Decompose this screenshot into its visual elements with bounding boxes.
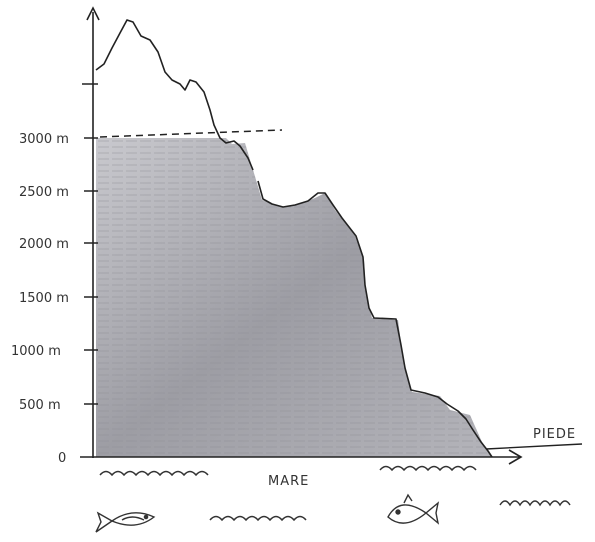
tick-label-2500: 2500 m: [19, 185, 69, 200]
foot-label: PIEDE: [533, 427, 576, 442]
tick-label-1000: 1000 m: [11, 344, 61, 359]
tick-label-500: 500 m: [19, 398, 61, 413]
tick-label-0: 0: [58, 451, 66, 466]
y-ticks: [82, 83, 98, 405]
y-axis-arrow: [86, 6, 100, 21]
fish-icon: [387, 493, 440, 525]
tick-label-3000: 3000 m: [19, 132, 69, 147]
wave-icon: [499, 500, 571, 507]
snow-line: [99, 129, 283, 138]
fish-icon: [95, 511, 156, 533]
wave-icon: [379, 465, 477, 472]
tick-label-1500: 1500 m: [19, 291, 69, 306]
mountain-profile: [95, 19, 493, 458]
wave-icon: [99, 470, 209, 477]
foot-pointer: [485, 443, 583, 450]
wave-icon: [209, 515, 307, 522]
sea-label: MARE: [268, 474, 309, 489]
tick-label-2000: 2000 m: [19, 237, 69, 252]
x-axis-arrow: [508, 449, 523, 465]
